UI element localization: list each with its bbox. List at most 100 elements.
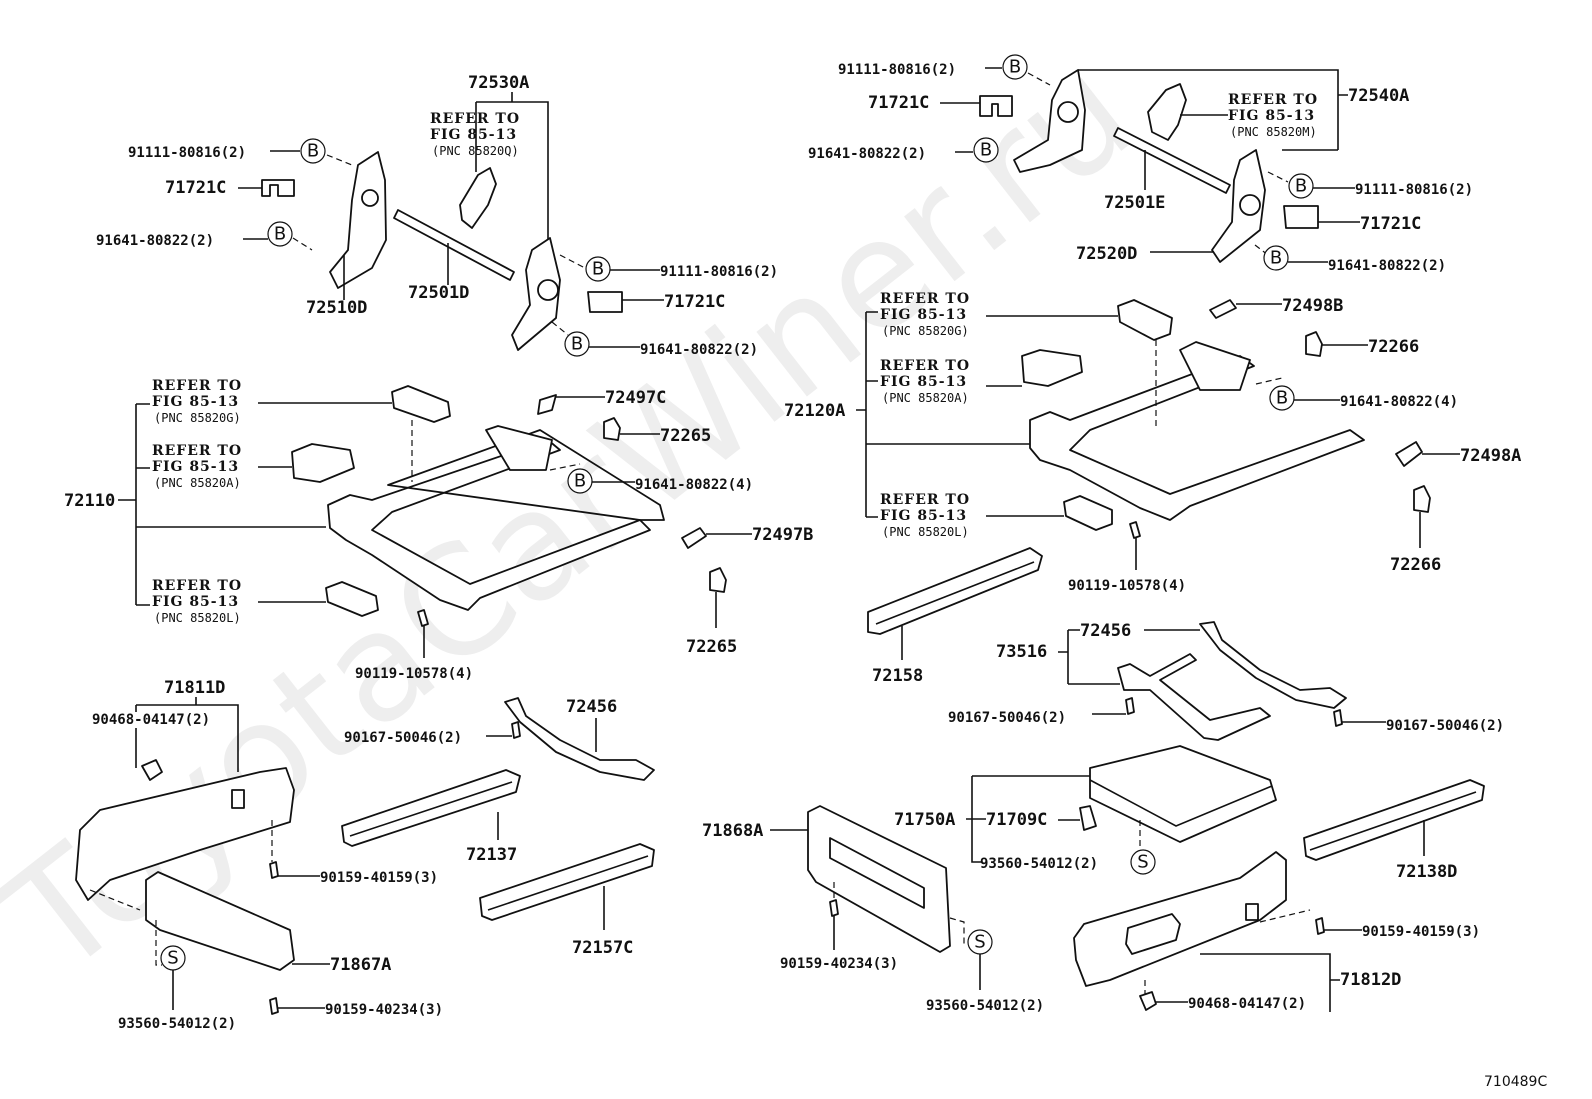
refer-fig-text: FIG 85-13 [152,459,239,475]
part-label-93560-54012[interactable]: 93560-54012(2) [118,1016,236,1032]
part-label-71868A[interactable]: 71868A [702,821,763,841]
part-label-90159-40234[interactable]: 90159-40234(3) [325,1002,443,1018]
part-72497C [537,394,557,415]
part-label-90159-40159[interactable]: 90159-40159(3) [320,870,438,886]
part-label-72138D[interactable]: 72138D [1396,862,1457,882]
part-label-72265[interactable]: 72265 [660,426,711,446]
part-label-71721C[interactable]: 71721C [868,93,929,113]
part-label-72510D[interactable]: 72510D [306,298,367,318]
bracket-72510D [329,151,387,289]
cover-window [829,837,925,909]
refer-fig-text: FIG 85-13 [152,594,239,610]
pnc-85820L: (PNC 85820L) [882,525,969,539]
shield-switch-opening [1125,913,1181,955]
bolt-symbol-b [1002,54,1028,80]
part-label-71721C[interactable]: 71721C [165,178,226,198]
leader-72540A [1078,69,1348,151]
part-label-71750A[interactable]: 71750A [894,810,955,830]
part-label-90159-40159[interactable]: 90159-40159(3) [1362,924,1480,940]
part-label-72540A[interactable]: 72540A [1348,86,1409,106]
tray-edge [1089,779,1273,827]
part-label-90167-50046[interactable]: 90167-50046(2) [948,710,1066,726]
part-label-72137[interactable]: 72137 [466,845,517,865]
part-label-72266[interactable]: 72266 [1390,555,1441,575]
part-label-91641-80822[interactable]: 91641-80822(4) [635,477,753,493]
part-label-91111-80816[interactable]: 91111-80816(2) [838,62,956,78]
part-label-72498B[interactable]: 72498B [1282,296,1343,316]
bolt-symbol-b [973,137,999,163]
pnc-85820Q: (PNC 85820Q) [432,144,519,158]
part-label-71811D[interactable]: 71811D [164,678,225,698]
part-label-71709C[interactable]: 71709C [986,810,1047,830]
part-label-91111-80816[interactable]: 91111-80816(2) [660,264,778,280]
part-label-72110[interactable]: 72110 [64,491,115,511]
part-label-91111-80816[interactable]: 91111-80816(2) [1355,182,1473,198]
pnc-85820G: (PNC 85820G) [882,324,969,338]
cover-71721C [979,95,1013,117]
dashed-leader [559,254,586,269]
motor-85820L [325,581,379,617]
cover-71721C [587,291,623,313]
refer-to-text: REFER TO [152,378,242,394]
part-label-91641-80822[interactable]: 91641-80822(2) [808,146,926,162]
part-label-91641-80822[interactable]: 91641-80822(4) [1340,394,1458,410]
seat-adjuster-frame-72120A [1029,355,1365,521]
part-label-90167-50046[interactable]: 90167-50046(2) [1386,718,1504,734]
motor-85820Q [459,167,497,229]
part-label-93560-54012[interactable]: 93560-54012(2) [980,856,1098,872]
clip-71709C [1079,805,1097,831]
bracket-72520D [1211,149,1266,263]
part-label-72265[interactable]: 72265 [686,637,737,657]
leader-71811D [135,697,239,772]
bolt-symbol-b-text: B [307,141,319,162]
part-label-93560-54012[interactable]: 93560-54012(2) [926,998,1044,1014]
group-71750A: 71750A 71709C 93560-54012(2) S [894,745,1277,875]
dashed-leader [1255,377,1283,385]
part-label-72120A[interactable]: 72120A [784,401,845,421]
part-label-90468-04147[interactable]: 90468-04147(2) [1188,996,1306,1012]
torsion-bar-72501D [393,209,515,281]
part-label-73516[interactable]: 73516 [996,642,1047,662]
part-label-72456[interactable]: 72456 [566,697,617,717]
shield-cover-71867A [145,871,295,971]
bolt-symbol-b [1263,245,1289,271]
part-label-72520D[interactable]: 72520D [1076,244,1137,264]
clip-90468 [141,759,163,781]
part-label-91641-80822[interactable]: 91641-80822(2) [1328,258,1446,274]
pnc-85820M: (PNC 85820M) [1230,125,1317,139]
part-label-72497C[interactable]: 72497C [605,388,666,408]
part-label-71721C[interactable]: 71721C [1360,214,1421,234]
part-label-71721C[interactable]: 71721C [664,292,725,312]
part-label-72501D[interactable]: 72501D [408,283,469,303]
bolt-symbol-b [267,221,293,247]
screw-symbol-s-text: S [167,948,178,969]
part-label-71812D[interactable]: 71812D [1340,970,1401,990]
part-label-72501E[interactable]: 72501E [1104,193,1165,213]
part-label-71867A[interactable]: 71867A [330,955,391,975]
part-label-91641-80822[interactable]: 91641-80822(2) [96,233,214,249]
part-label-72456[interactable]: 72456 [1080,621,1131,641]
part-label-72498A[interactable]: 72498A [1460,446,1521,466]
group-72540A: 91111-80816(2) B 72540A 71721C 91641-808… [808,54,1473,274]
part-label-72266[interactable]: 72266 [1368,337,1419,357]
pnc-85820G: (PNC 85820G) [154,411,241,425]
part-label-91111-80816[interactable]: 91111-80816(2) [128,145,246,161]
part-label-72157C[interactable]: 72157C [572,938,633,958]
bolt-90119 [1129,521,1141,539]
bolt-symbol-b [300,138,326,164]
part-label-91641-80822[interactable]: 91641-80822(2) [640,342,758,358]
part-72498B [1209,299,1237,319]
pivot [1057,101,1079,123]
bolt-symbol-b-text: B [274,224,286,245]
screw-symbol-s-text: S [1137,852,1148,873]
part-label-90468-04147[interactable]: 90468-04147(2) [92,712,210,728]
pnc-85820A: (PNC 85820A) [154,476,241,490]
part-label-90119-10578[interactable]: 90119-10578(4) [355,666,473,682]
part-label-72497B[interactable]: 72497B [752,525,813,545]
part-label-72530A[interactable]: 72530A [468,73,529,93]
part-label-90159-40234[interactable]: 90159-40234(3) [780,956,898,972]
part-label-90167-50046[interactable]: 90167-50046(2) [344,730,462,746]
part-label-90119-10578[interactable]: 90119-10578(4) [1068,578,1186,594]
group-72158: 72158 [867,547,1043,686]
part-label-72158[interactable]: 72158 [872,666,923,686]
